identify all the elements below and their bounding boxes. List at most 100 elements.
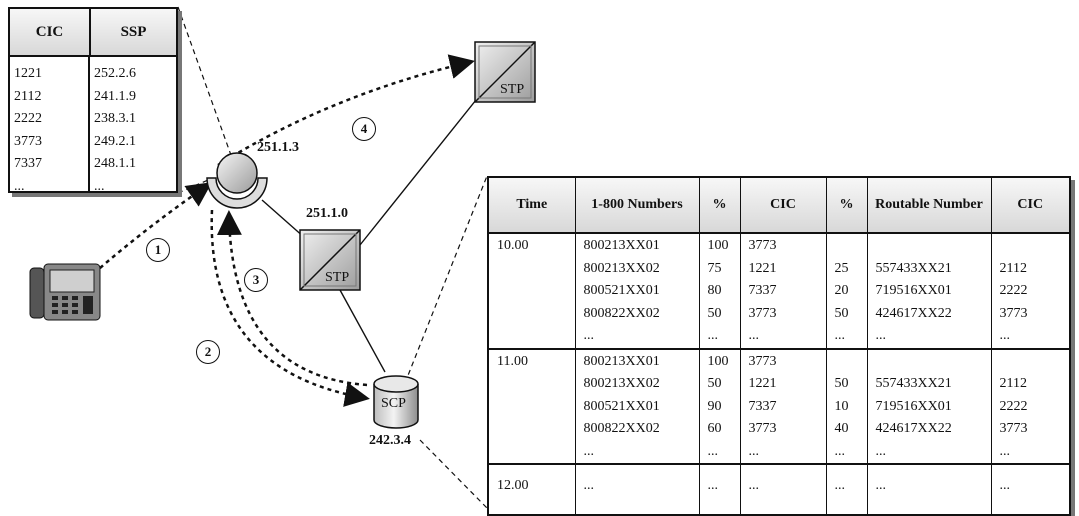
ssp-cell: 252.2.6 xyxy=(94,66,136,81)
zoom-line-scp-top xyxy=(404,175,488,384)
pct2-cell: ... xyxy=(826,464,868,514)
numbers-value: 800213XX01 xyxy=(583,238,660,253)
cic-cell: 1221 xyxy=(14,66,42,81)
scp-label: SCP xyxy=(381,396,406,411)
pct2-cell: 50 10 40... xyxy=(826,348,868,465)
cic2-value: 2112 xyxy=(999,260,1027,276)
cic2-value: ... xyxy=(999,478,1011,493)
header-pct1: % xyxy=(699,178,741,234)
cic-header: CIC xyxy=(10,9,92,55)
numbers-value: 800213XX01 xyxy=(583,353,660,369)
routable-value: 424617XX22 xyxy=(875,421,952,436)
cic1-value: 3773 xyxy=(748,305,777,321)
scp-database-icon xyxy=(373,375,419,429)
cic-cell: 2112 xyxy=(14,88,42,104)
cic1-cell: ... xyxy=(740,464,827,514)
numbers-value: 800822XX02 xyxy=(583,305,660,321)
routable-value: 719516XX01 xyxy=(875,398,952,414)
scp-routing-table: Time 1-800 Numbers % CIC % Routable Numb… xyxy=(487,176,1071,516)
cic2-value xyxy=(1000,235,1070,258)
header-cic1: CIC xyxy=(740,178,827,234)
ssp-cell: 238.3.1 xyxy=(94,111,136,126)
pct1-value: 50 xyxy=(707,305,722,321)
numbers-value: ... xyxy=(583,443,595,459)
stp-mid-address-label: 251.1.0 xyxy=(306,206,348,221)
routable-cell: 557433XX21 719516XX01 424617XX22... xyxy=(867,348,992,465)
cic1-value: ... xyxy=(748,443,760,459)
time-cell: 10.00 xyxy=(489,233,576,350)
step-marker-3: 3 xyxy=(244,268,268,292)
pct2-value: 40 xyxy=(834,421,849,436)
zoom-line-top xyxy=(177,6,233,159)
cic-column: 1221 2112 2222 3773 7337 ... xyxy=(10,57,90,194)
cic2-value: 2112 xyxy=(999,376,1027,391)
header-time: Time xyxy=(489,178,576,234)
time-cell: 11.00 xyxy=(489,348,576,465)
cic1-value: ... xyxy=(748,478,760,493)
routable-value: ... xyxy=(875,478,887,493)
routable-value: ... xyxy=(875,328,887,343)
time-cell: 12.00 xyxy=(489,464,576,514)
numbers-value: ... xyxy=(583,478,595,493)
pct2-value: 10 xyxy=(834,398,849,414)
cic2-value: 2222 xyxy=(999,398,1028,414)
pct1-cell: ... xyxy=(699,464,741,514)
zoom-line-scp-bottom xyxy=(419,439,488,509)
cic1-value: 7337 xyxy=(748,283,777,298)
cic-cell: 2222 xyxy=(14,111,42,126)
ssp-cell: ... xyxy=(94,178,105,194)
routable-value: ... xyxy=(875,443,887,459)
cic-ssp-table: CIC SSP 1221 2112 2222 3773 7337 ... 252… xyxy=(8,7,178,194)
pct2-value: 50 xyxy=(834,376,849,391)
cic1-value: 3773 xyxy=(748,421,777,436)
cic2-cell: ... xyxy=(991,464,1069,514)
numbers-value: 800521XX01 xyxy=(583,283,660,298)
cic1-value: 3773 xyxy=(748,353,777,369)
pct1-value: 90 xyxy=(707,398,722,414)
stp-top-node-icon xyxy=(474,41,536,103)
arrow-step-1 xyxy=(99,182,213,269)
scp-address-label: 242.3.4 xyxy=(369,433,411,448)
ssp-cell: 249.2.1 xyxy=(94,133,136,149)
routable-value xyxy=(876,351,991,374)
ssp-cell: 241.1.9 xyxy=(94,88,136,104)
ssp-header: SSP xyxy=(120,23,147,40)
pct2-value: ... xyxy=(834,443,846,459)
zoom-line-bottom xyxy=(177,179,209,194)
pct2-value: ... xyxy=(834,478,846,493)
link-stp-scp xyxy=(339,289,386,373)
cic2-value xyxy=(1000,351,1070,374)
pct2-value: 20 xyxy=(834,283,849,298)
routing-table-row: 10.00 800213XX01 800213XX02 800521XX01 80082… xyxy=(489,233,1070,350)
numbers-value: ... xyxy=(583,328,595,343)
routable-value: 557433XX21 xyxy=(875,376,952,391)
routable-cell: ... xyxy=(867,464,992,514)
pct1-value: 80 xyxy=(707,283,722,298)
cic2-value: 3773 xyxy=(999,305,1028,321)
numbers-value: 800213XX02 xyxy=(583,260,660,276)
pct2-value xyxy=(835,351,867,374)
pct1-value: 75 xyxy=(707,260,722,276)
pct1-value: ... xyxy=(707,443,719,459)
header-pct2: % xyxy=(826,178,868,234)
pct1-value: 50 xyxy=(707,376,722,391)
numbers-value: 800521XX01 xyxy=(583,398,660,414)
ssp-node-icon xyxy=(206,152,268,209)
cic-cell: 3773 xyxy=(14,133,42,149)
cic-cell: 7337 xyxy=(14,156,42,171)
pct1-value: ... xyxy=(707,478,719,493)
cic2-value: 2222 xyxy=(999,283,1028,298)
routable-value: 424617XX22 xyxy=(875,305,952,321)
header-numbers: 1-800 Numbers xyxy=(575,178,700,234)
ssp-cell: 248.1.1 xyxy=(94,156,136,171)
cic1-value: 3773 xyxy=(748,238,777,253)
cic2-value: ... xyxy=(999,328,1011,343)
